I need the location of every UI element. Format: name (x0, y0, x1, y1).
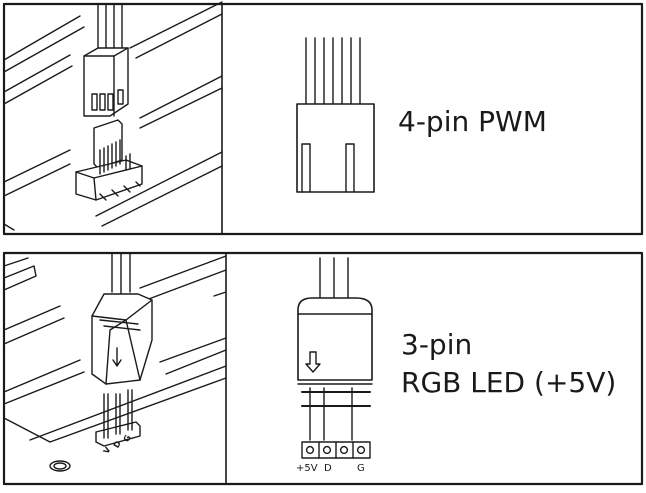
pin-label-g: G (357, 463, 365, 474)
bottom-panel (2, 251, 644, 486)
top-panel-frame (2, 2, 644, 236)
rgb-schematic (297, 257, 373, 459)
rgb-cable-plug (91, 253, 153, 385)
pwm-schematic (296, 37, 375, 193)
pwm-cable-plug (83, 3, 129, 117)
top-board-illustration (3, 1, 223, 231)
pin-label-5v: +5V (296, 463, 318, 474)
rgb-board-header (95, 389, 141, 447)
top-panel (2, 1, 644, 236)
rgb-connector-label-line2: RGB LED (+5V) (401, 366, 617, 399)
bottom-panel-frame (2, 251, 644, 486)
rgb-connector-label-line1: 3-pin (401, 328, 473, 361)
pwm-connector-label: 4-pin PWM (398, 105, 547, 138)
pin-label-d: D (324, 463, 332, 474)
pwm-board-header (75, 119, 143, 201)
